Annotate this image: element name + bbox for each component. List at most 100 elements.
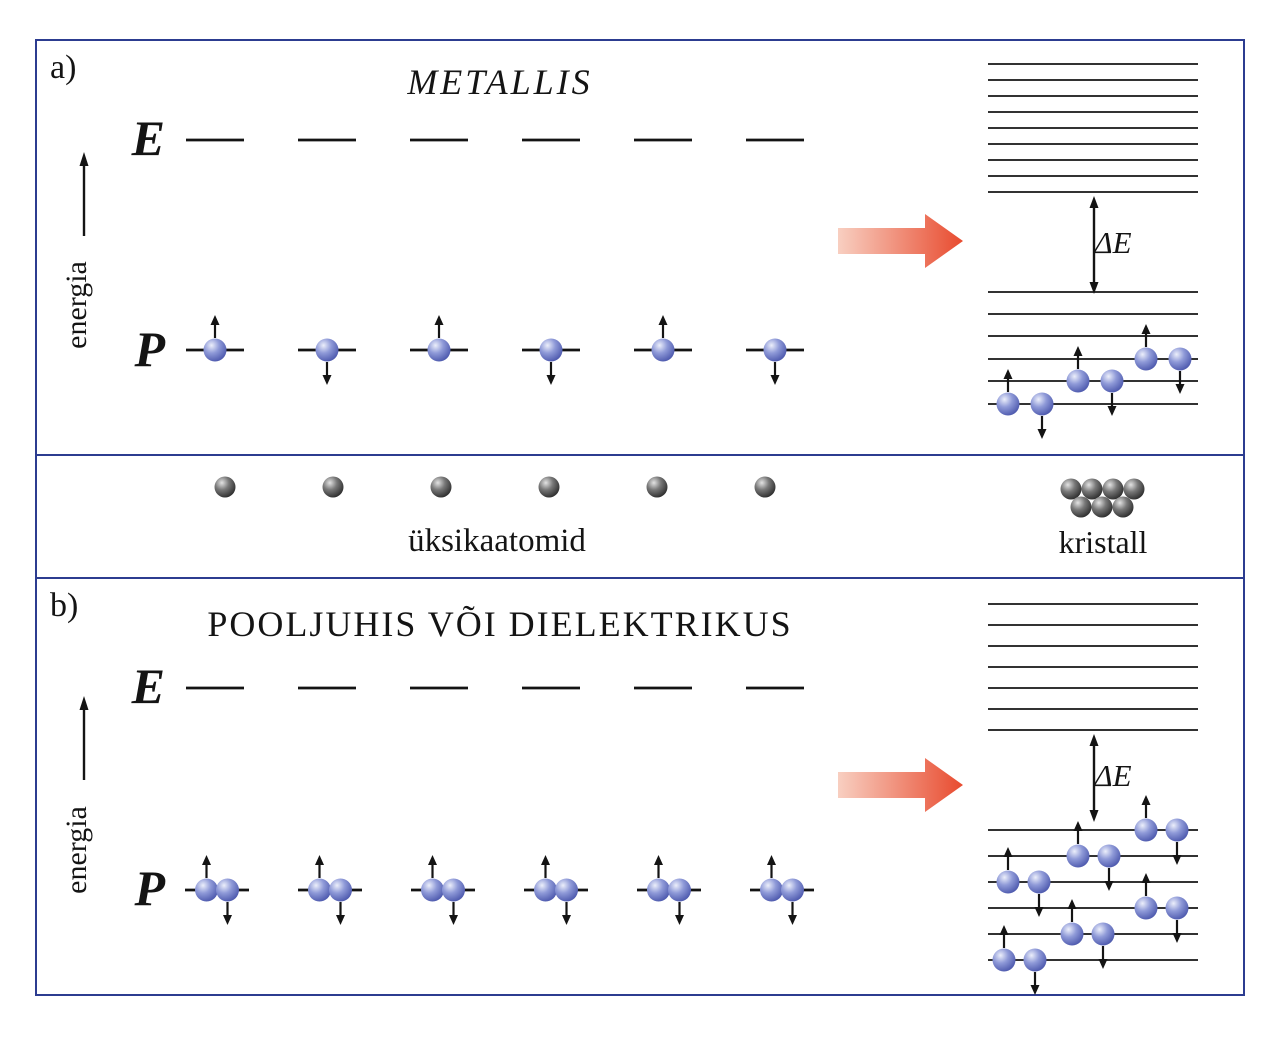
atom-icon xyxy=(214,476,236,498)
b-band-gap-arrow-icon xyxy=(1089,734,1099,822)
spin-arrow-head-up-icon xyxy=(1003,369,1013,379)
panel-b-title: POOLJUHIS VÕI DIELEKTRIKUS xyxy=(207,604,792,644)
electron-icon xyxy=(1060,922,1084,946)
electron-icon xyxy=(442,878,465,902)
spin-arrow-head-down-icon xyxy=(562,915,571,925)
spin-arrow-head-down-icon xyxy=(546,375,556,385)
electron-icon xyxy=(996,870,1020,894)
spin-arrow-head-up-icon xyxy=(541,855,550,865)
spin-arrow-head-down-icon xyxy=(770,375,780,385)
spin-arrow-head-down-icon xyxy=(1037,429,1047,439)
electron-icon xyxy=(1165,896,1189,920)
electron-icon xyxy=(1134,347,1158,371)
spin-arrow-head-up-icon xyxy=(999,925,1009,935)
electron-icon xyxy=(203,338,227,362)
electron-icon xyxy=(1134,896,1158,920)
spin-arrow-head-down-icon xyxy=(1104,881,1114,891)
a-band-gap-arrow-icon xyxy=(1089,196,1099,294)
spin-arrow-head-up-icon xyxy=(1141,873,1151,883)
electron-icon xyxy=(651,338,675,362)
electron-icon xyxy=(216,878,239,902)
electron-icon xyxy=(421,878,444,902)
a-level-e-label: E xyxy=(131,110,165,166)
electron-icon xyxy=(195,878,218,902)
spin-arrow-head-down-icon xyxy=(788,915,797,925)
spin-arrow-head-down-icon xyxy=(449,915,458,925)
spin-arrow-head-down-icon xyxy=(1107,406,1117,416)
panel-a-label: a) xyxy=(50,49,76,86)
spin-arrow-head-down-icon xyxy=(1175,384,1185,394)
panel-a-frame xyxy=(35,39,1245,456)
b-energy-bands xyxy=(988,603,1198,995)
crystal-atom-icon xyxy=(1070,496,1092,518)
spin-arrow-head-up-icon xyxy=(767,855,776,865)
spin-arrow-head-up-icon xyxy=(1067,899,1077,909)
electron-icon xyxy=(1066,369,1090,393)
electron-icon xyxy=(1023,948,1047,972)
electron-icon xyxy=(760,878,783,902)
crystal-atom-icon xyxy=(1091,496,1113,518)
spin-arrow-head-up-icon xyxy=(315,855,324,865)
panel-b-label: b) xyxy=(50,587,78,624)
middle-strip-frame xyxy=(35,454,1245,579)
electron-icon xyxy=(1066,844,1090,868)
electron-icon xyxy=(1134,818,1158,842)
spin-arrow-head-down-icon xyxy=(1034,907,1044,917)
spin-arrow-head-up-icon xyxy=(1141,795,1151,805)
panel-b-frame xyxy=(35,577,1245,996)
panel-a-title: METALLIS xyxy=(406,62,592,102)
a-band-gap-label: ΔE xyxy=(1092,225,1131,260)
atom-icon xyxy=(754,476,776,498)
spin-arrow-head-down-icon xyxy=(1098,959,1108,969)
b-p-level-electron-pairs xyxy=(185,855,814,925)
crystal-label: kristall xyxy=(1059,524,1148,560)
electron-icon xyxy=(1091,922,1115,946)
atom-icon xyxy=(538,476,560,498)
a-p-level-electrons xyxy=(186,315,804,385)
electron-icon xyxy=(781,878,804,902)
a-energy-axis-arrow-icon xyxy=(79,152,89,236)
electron-icon xyxy=(329,878,352,902)
single-atoms-label: üksikaatomid xyxy=(408,523,586,559)
electron-icon xyxy=(1027,870,1051,894)
crystal-atom-icon xyxy=(1081,478,1103,500)
spin-arrow-head-up-icon xyxy=(658,315,668,325)
spin-arrow-head-down-icon xyxy=(1030,985,1040,995)
spin-arrow-head-up-icon xyxy=(1141,324,1151,334)
electron-icon xyxy=(308,878,331,902)
a-level-p-label: P xyxy=(133,321,165,377)
electron-icon xyxy=(555,878,578,902)
b-transform-arrow-icon xyxy=(838,758,963,812)
spin-arrow-head-up-icon xyxy=(1073,346,1083,356)
a-energy-axis-label: energia xyxy=(60,261,93,349)
spin-arrow-head-down-icon xyxy=(336,915,345,925)
spin-arrow-head-down-icon xyxy=(675,915,684,925)
atom-icon xyxy=(430,476,452,498)
spin-arrow-head-up-icon xyxy=(1003,847,1013,857)
crystal-cluster xyxy=(1060,478,1145,518)
spin-arrow-head-up-icon xyxy=(202,855,211,865)
b-level-p-label: P xyxy=(133,860,165,916)
spin-arrow-head-down-icon xyxy=(223,915,232,925)
electron-icon xyxy=(647,878,670,902)
electron-icon xyxy=(315,338,339,362)
crystal-atom-icon xyxy=(1123,478,1145,500)
spin-arrow-head-up-icon xyxy=(1073,821,1083,831)
spin-arrow-head-up-icon xyxy=(434,315,444,325)
spin-arrow-head-up-icon xyxy=(428,855,437,865)
electron-icon xyxy=(996,392,1020,416)
atom-icon xyxy=(646,476,668,498)
electron-icon xyxy=(1168,347,1192,371)
electron-icon xyxy=(539,338,563,362)
b-energy-axis-arrow-icon xyxy=(79,696,89,780)
spin-arrow-head-up-icon xyxy=(654,855,663,865)
b-band-gap-label: ΔE xyxy=(1092,758,1131,793)
crystal-atom-icon xyxy=(1112,496,1134,518)
electron-icon xyxy=(992,948,1016,972)
a-energy-band xyxy=(988,63,1198,439)
b-energy-axis-label: energia xyxy=(60,806,93,894)
electron-icon xyxy=(534,878,557,902)
spin-arrow-head-down-icon xyxy=(322,375,332,385)
